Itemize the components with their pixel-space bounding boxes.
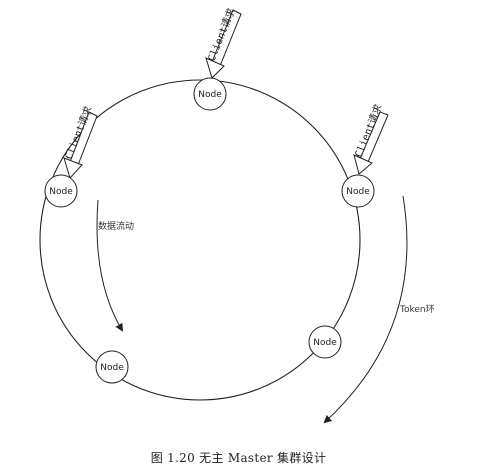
node-right: Node — [341, 174, 375, 208]
data-flow-arrow — [96, 199, 124, 332]
node-left: Node — [44, 174, 78, 208]
client-request-arrow-left: Client请求 — [62, 104, 98, 179]
client-request-arrow-right: Client请求 — [352, 102, 389, 175]
node-bottom-right: Node — [308, 325, 342, 359]
node-label: Node — [49, 187, 73, 197]
masterless-cluster-diagram: 数据流动 Token环 Client请求 Client请求 Client请求 N… — [39, 6, 435, 424]
data-flow-label: 数据流动 — [98, 220, 134, 232]
node-label: Node — [100, 363, 124, 373]
token-ring-label: Token环 — [399, 304, 435, 315]
client-request-arrow-top: Client请求 — [205, 6, 242, 79]
node-top: Node — [193, 77, 227, 111]
node-label: Node — [198, 90, 222, 100]
node-bottom-left: Node — [95, 350, 129, 384]
cluster-ring — [39, 79, 361, 401]
node-label: Node — [346, 187, 370, 197]
figure-caption: 图 1.20 无主 Master 集群设计 — [150, 451, 327, 465]
node-label: Node — [313, 338, 337, 348]
token-ring-arrow — [323, 195, 408, 424]
